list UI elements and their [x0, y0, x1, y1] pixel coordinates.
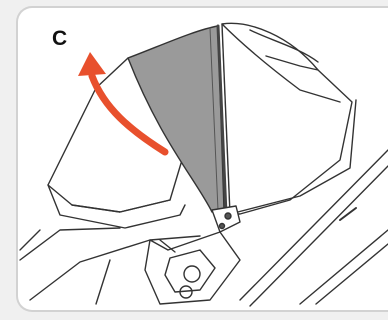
canopy-rear-panel [222, 23, 352, 214]
step-label: C [52, 28, 67, 49]
